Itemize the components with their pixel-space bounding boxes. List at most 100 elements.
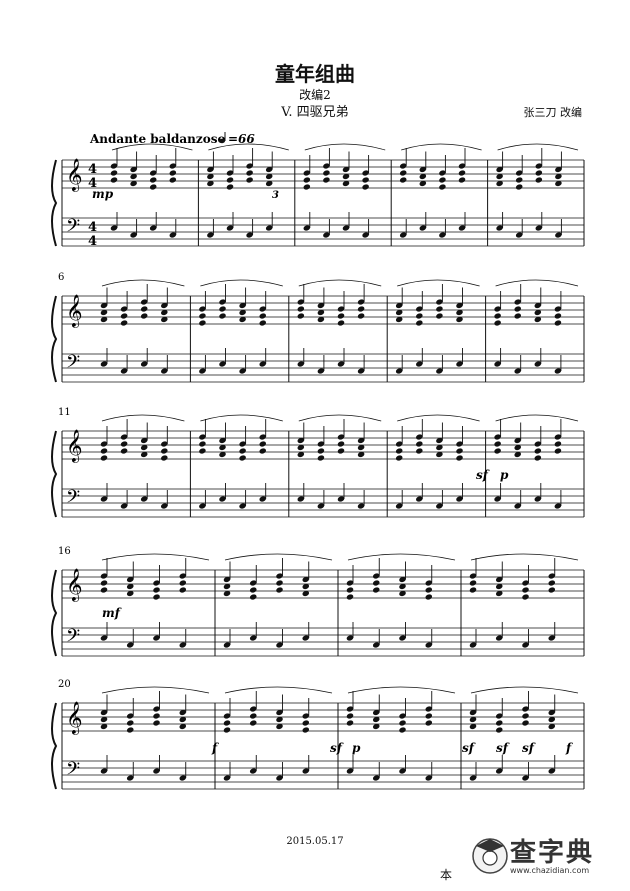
bass-note — [436, 368, 443, 374]
treble-note — [357, 444, 365, 451]
treble-note — [395, 302, 403, 309]
treble-note — [120, 313, 128, 319]
treble-note — [302, 590, 310, 597]
treble-note — [207, 166, 214, 173]
treble-note — [357, 306, 365, 312]
treble-note — [223, 727, 231, 733]
bass-note — [249, 768, 257, 774]
bass-note — [100, 635, 108, 641]
treble-note — [219, 451, 226, 458]
treble-note — [554, 441, 562, 447]
treble-note — [495, 727, 503, 733]
treble-note — [425, 713, 433, 719]
treble-note — [469, 709, 477, 716]
bass-note — [456, 361, 463, 367]
bass-note — [342, 225, 350, 231]
treble-note — [199, 434, 206, 440]
treble-note — [494, 320, 501, 326]
treble-note — [496, 180, 503, 187]
bass-note — [276, 775, 283, 781]
treble-note — [259, 441, 267, 447]
treble-note — [419, 166, 427, 173]
treble-note — [199, 448, 206, 454]
treble-note — [246, 163, 253, 169]
slur — [101, 686, 210, 694]
bass-note — [419, 225, 427, 231]
treble-note — [425, 720, 433, 726]
treble-note — [522, 706, 529, 712]
bass-note — [534, 496, 542, 502]
treble-note — [456, 441, 463, 447]
slur — [397, 414, 480, 422]
treble-note — [548, 716, 556, 723]
treble-note — [223, 720, 231, 726]
treble-note — [534, 455, 542, 461]
bass-note — [219, 496, 226, 502]
treble-note — [323, 170, 330, 176]
bass-note — [110, 225, 118, 231]
treble-note — [302, 713, 310, 719]
dynamic-sf: sf — [330, 741, 344, 755]
bass-note — [357, 368, 365, 374]
treble-note — [522, 580, 529, 586]
dynamic-mp: mp — [92, 187, 114, 201]
treble-note — [555, 166, 562, 173]
treble-note — [239, 302, 246, 309]
treble-note — [153, 706, 160, 712]
slur — [495, 279, 579, 287]
treble-note — [110, 163, 118, 169]
treble-note — [399, 177, 407, 183]
quarter-note-icon — [219, 132, 226, 144]
treble-note — [372, 716, 380, 723]
bass-note — [265, 225, 273, 231]
dynamic-sf: sf — [476, 468, 490, 482]
treble-note — [149, 177, 157, 183]
bass-note — [100, 361, 108, 367]
treble-note — [259, 313, 267, 319]
bass-note — [372, 642, 380, 648]
treble-note — [419, 173, 427, 180]
treble-note — [548, 723, 556, 730]
treble-note — [419, 180, 427, 187]
treble-note — [425, 587, 433, 593]
treble-note — [126, 590, 134, 597]
bass-clef-icon: 𝄢 — [66, 759, 80, 784]
arranger-credit: 张三刀 改编 — [523, 106, 583, 119]
treble-note — [342, 173, 350, 180]
treble-note — [120, 306, 128, 312]
treble-note — [395, 455, 403, 461]
treble-note — [469, 587, 477, 593]
treble-note — [303, 170, 311, 176]
treble-note — [357, 437, 365, 444]
tempo-value: =66 — [228, 132, 255, 146]
bass-note — [346, 635, 354, 641]
treble-note — [399, 163, 407, 169]
bass-note — [522, 775, 529, 781]
treble-note — [337, 448, 345, 454]
measure-number: 20 — [58, 679, 71, 690]
treble-note — [342, 180, 350, 187]
treble-note — [399, 713, 406, 719]
bass-note — [458, 225, 466, 231]
treble-note — [126, 720, 134, 726]
treble-note — [149, 170, 157, 176]
treble-note — [534, 441, 542, 447]
bass-note — [399, 768, 406, 774]
bass-note — [239, 503, 246, 509]
bass-note — [469, 775, 477, 781]
treble-note — [126, 727, 134, 733]
time-signature-top: 4 — [88, 220, 97, 235]
treble-note — [169, 170, 177, 176]
bass-note — [456, 496, 463, 502]
treble-note — [226, 177, 234, 183]
movement-title: V. 四驱兄弟 — [281, 105, 349, 120]
treble-note — [548, 573, 556, 579]
treble-note — [456, 316, 463, 323]
bass-note — [317, 503, 325, 509]
treble-note — [535, 163, 543, 169]
treble-note — [496, 173, 503, 180]
bass-note — [169, 232, 177, 238]
treble-note — [346, 706, 354, 712]
